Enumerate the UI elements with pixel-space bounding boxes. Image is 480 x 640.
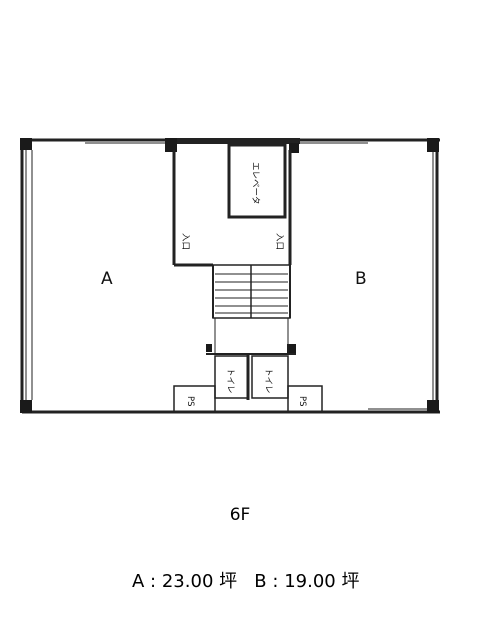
ps-shafts [173, 385, 323, 413]
area-b-value: 19.00 坪 [284, 571, 360, 592]
floor-plan: A B エレベータ 入口 入口 トイレ トイレ PS PS [20, 138, 440, 414]
area-a-value: 23.00 坪 [161, 571, 238, 592]
stair-treads [215, 273, 288, 314]
outer-walls [20, 138, 440, 414]
ps-left-label: PS [185, 396, 195, 407]
room-b-label: B [355, 269, 367, 289]
room-a-label: A [101, 269, 113, 289]
area-summary: A : 23.00 坪 B : 19.00 坪 [0, 546, 480, 593]
floor-label: 6F [229, 505, 251, 525]
area-b-label: B [254, 571, 267, 592]
columns [20, 138, 439, 413]
toilet-rooms [214, 354, 289, 400]
area-b-separator: : [272, 571, 279, 592]
entrance-left-label: 入口 [180, 233, 190, 250]
elevator-label: エレベータ [250, 162, 260, 205]
core-walls [172, 143, 296, 355]
ps-right-label: PS [297, 396, 307, 407]
area-a-label: A [131, 571, 145, 592]
entrance-right-label: 入口 [274, 233, 284, 250]
toilet-left-label: トイレ [225, 368, 235, 394]
area-a-separator: : [150, 571, 157, 592]
toilet-right-label: トイレ [263, 368, 273, 394]
